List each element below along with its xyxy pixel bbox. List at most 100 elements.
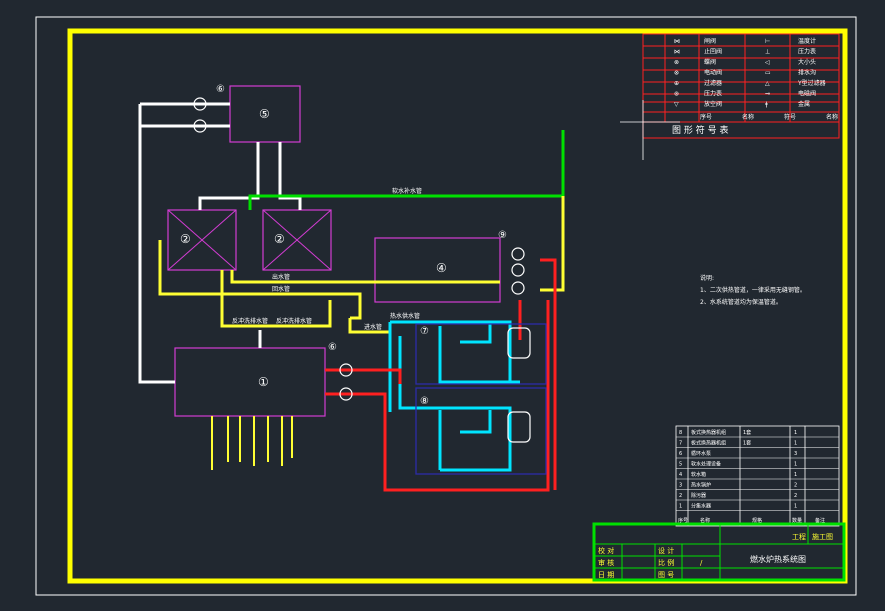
equipment-table-cell: 2	[679, 493, 682, 499]
title-row-1-left: 校 对	[598, 546, 614, 555]
drawing-frame	[67, 28, 848, 584]
drum-7	[507, 327, 531, 359]
equipment-table-cell: 7	[679, 441, 682, 447]
green-pipes	[248, 130, 565, 210]
symbol-table-cell: ▭	[765, 70, 771, 77]
label-supply: 进水管	[364, 323, 382, 331]
symbol-table: ⋈闸阀⊢温度计⋈止回阀⊥压力表⊗蝶阀◁大小头⊗电动阀▭排水沟⊕过滤器△Y型过滤器…	[620, 33, 840, 160]
label-heat-supply: 热水供水管	[390, 312, 420, 320]
unit-2-crosses	[167, 209, 332, 271]
symbol-table-cell: 大小头	[798, 58, 816, 66]
equipment-table-cell: 1套	[743, 440, 751, 447]
symbol-table-title: 图 形 符 号 表	[672, 124, 728, 136]
title-row-2-mid: 比 例	[658, 558, 674, 567]
title-row-1-mid: 设 计	[658, 546, 674, 555]
white-pipes	[138, 102, 302, 384]
equipment-table-cell: 5	[679, 462, 682, 468]
equipment-table-cell: 1	[794, 472, 797, 478]
unit-1-label: ①	[258, 375, 269, 389]
symbol-table-cell: ⊸	[765, 91, 770, 98]
title-stage: 施工图	[812, 532, 833, 541]
symbol-table-cell: 电磁阀	[798, 90, 816, 98]
pumps-6	[339, 363, 353, 401]
equipment-table-cell: 1	[794, 504, 797, 510]
equipment-table-cell: 1	[794, 430, 797, 436]
symbol-table-cell: 金属	[798, 100, 810, 108]
red-pipes	[325, 258, 557, 492]
equipment-table-header: 名称	[700, 517, 710, 524]
unit-7-label: ⑦	[420, 326, 429, 337]
equipment-table-cell: 板式换热器机组	[691, 440, 726, 447]
yellow-pipes	[158, 196, 565, 334]
equipment-table-cell: 1	[794, 441, 797, 447]
unit-3-label: ⑥	[216, 84, 225, 95]
symbol-table-cell: ▽	[674, 101, 679, 108]
equipment-table-cell: 3	[679, 483, 682, 489]
symbol-table-cell: 闸阀	[704, 37, 716, 45]
equipment-table-cell: 6	[679, 451, 682, 457]
equipment-table-cell: 2	[794, 483, 797, 489]
unit-4-label: ④	[436, 261, 447, 275]
symbol-table-cell: 压力表	[798, 48, 816, 56]
tanks	[415, 323, 547, 475]
equipment-table-header: 序号	[678, 517, 688, 524]
symbol-table-cell: ⊕	[674, 80, 679, 87]
pumps-9	[511, 247, 525, 295]
equipment-table-header: 规格	[752, 517, 762, 524]
symbol-table-cell: 蝶阀	[704, 58, 716, 66]
symbol-table-cell: ⊥	[765, 49, 770, 56]
notes-line-1: 1、二次供热管道，一律采用无缝钢管。	[700, 286, 806, 294]
symbol-table-cell: ⊗	[674, 70, 679, 77]
unit-8-label: ⑧	[420, 396, 429, 407]
symbol-table-cell: 排水沟	[798, 69, 816, 77]
equipment-table-cell: 2	[794, 493, 797, 499]
symbol-table-cell: 温度计	[798, 37, 816, 45]
symbol-table-cell: △	[765, 80, 770, 87]
label-backwash: 反冲洗排水管	[232, 317, 268, 325]
equipment-table-cell: 1	[794, 462, 797, 468]
symbol-table-cell: 过滤器	[704, 79, 722, 87]
equipment-group	[167, 85, 501, 417]
cyan-pipes	[388, 320, 520, 472]
unit-4-box	[374, 237, 501, 303]
symbol-table-cell: ⊛	[674, 91, 679, 98]
equipment-table-cell: 板式换热器机组	[691, 429, 726, 436]
pumps-3	[193, 97, 207, 133]
symbol-table-cell: 放空阀	[704, 100, 722, 108]
unit-1-box	[174, 347, 326, 417]
title-block: 校 对 设 计 审 核 比 例 / 日 期 图 号 工程 施工图 燃水炉热系统图	[592, 522, 846, 582]
unit-6-label: ⑥	[328, 342, 337, 353]
equipment-table-header: 数量	[792, 517, 802, 524]
notes-title: 说明:	[700, 274, 714, 282]
unit-2b-label: ②	[274, 232, 285, 246]
label-return2: 反冲洗排水管	[276, 317, 312, 325]
equipment-table-cell: 循环水泵	[691, 450, 711, 457]
equipment-table-cell: 3	[794, 451, 797, 457]
equipment-table-cell: 1套	[743, 429, 751, 436]
equipment-table-cell: 8	[679, 430, 682, 436]
symbol-table-cell: ◁	[765, 59, 770, 66]
label-return: 回水管	[272, 285, 290, 293]
drum-8	[507, 411, 531, 443]
equipment-table-cell: 软水处理设备	[691, 461, 721, 468]
title-row-3-mid: 图 号	[658, 571, 674, 579]
symbol-table-cell: ⋈	[674, 49, 680, 56]
notes-line-2: 2、水系统管道均为保温管道。	[700, 298, 782, 306]
title-row-3-left: 日 期	[598, 571, 614, 579]
unit-8-box	[415, 387, 547, 475]
notes: 说明: 1、二次供热管道，一律采用无缝钢管。 2、水系统管道均为保温管道。	[700, 274, 806, 306]
equipment-table-cell: 除污器	[691, 492, 706, 499]
unit-2b-box	[262, 209, 332, 271]
symbol-table-cell: ⊢	[765, 38, 770, 45]
symbol-table-cell: 压力表	[704, 90, 722, 98]
equipment-table-cell: 分集水器	[691, 503, 711, 510]
title-row-2-value: /	[700, 559, 703, 567]
symbol-table-cell: ⊗	[674, 59, 679, 66]
equipment-table-cell: 1	[679, 504, 682, 510]
unit-7-box	[415, 323, 547, 385]
unit-2a-box	[167, 209, 237, 271]
symbol-table-cell: 电动阀	[704, 69, 722, 77]
outer-border	[35, 16, 857, 596]
